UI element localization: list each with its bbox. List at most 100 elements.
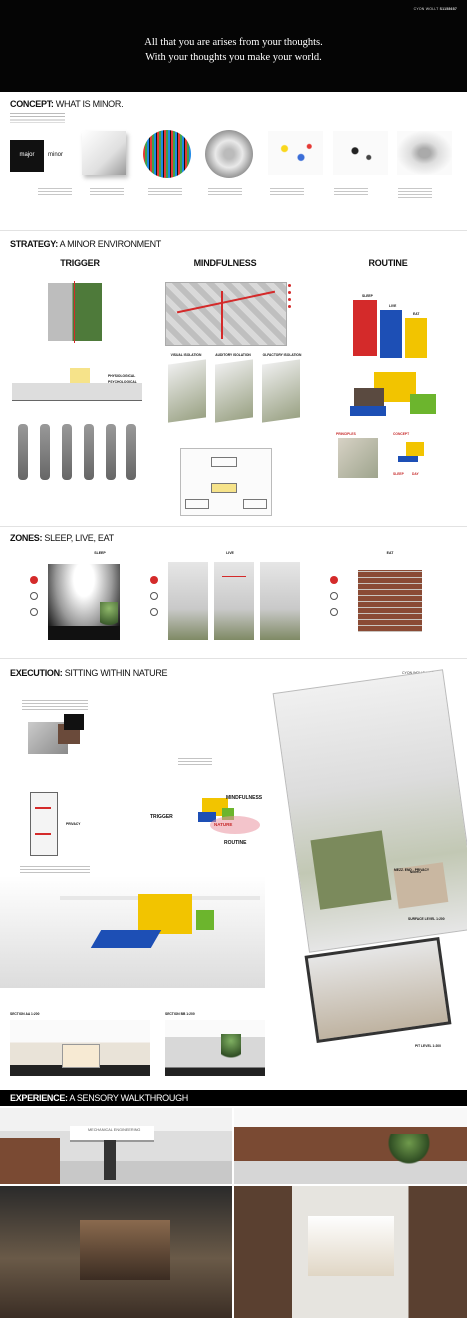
diagram-yellow-block [202, 798, 228, 816]
label-surface-level: SURFACE LEVEL 1:200 [408, 917, 445, 921]
surface-level-plan [272, 669, 467, 953]
live-zone-plan-3 [260, 562, 300, 640]
section-bb-drawing [165, 1020, 265, 1076]
label-psychological: PSYCHOLOGICAL [108, 380, 137, 384]
major-block: major [10, 140, 44, 172]
grey-circle-image [205, 130, 253, 178]
path-red-1 [176, 290, 276, 314]
privacy-red-2 [35, 833, 51, 835]
concept-intro-text [10, 113, 65, 123]
walkthrough-render-1: MECHANICAL ENGINEERING [0, 1108, 232, 1184]
axo-render-green [196, 910, 214, 930]
visual-isolation-model [168, 359, 206, 423]
caption-2 [90, 188, 124, 196]
map-legend [288, 284, 308, 314]
label-principles: PRINCIPLES [336, 432, 356, 436]
walkthrough-render-3 [0, 1186, 232, 1318]
light-corridor [308, 1216, 394, 1276]
concept-diagram-text [178, 758, 212, 766]
section-aa-room [62, 1044, 100, 1068]
section-bb-tree [221, 1034, 241, 1068]
strategy-title-light: A MINOR ENVIRONMENT [57, 239, 162, 249]
pit-level-plan [304, 936, 452, 1044]
caption-7 [398, 188, 432, 198]
legend-dot-3 [288, 298, 291, 301]
hero-quote-line-2: With your thoughts you make your world. [145, 52, 322, 63]
mindfulness-site-map [165, 282, 287, 346]
execution-title-bold: EXECUTION: [10, 668, 63, 678]
figure-5 [106, 424, 116, 480]
yellow-volume [70, 368, 90, 383]
axo-green [410, 394, 436, 414]
eye-icon [150, 592, 158, 600]
privacy-plan [30, 792, 58, 856]
figure-6 [126, 424, 136, 480]
plan-garden [310, 830, 392, 910]
auditory-isolation-model [215, 359, 253, 423]
live-zone-plan-1 [168, 562, 208, 640]
figure-2 [40, 424, 50, 480]
label-sleep-routine: SLEEP [362, 294, 373, 298]
trigger-red-line [74, 281, 75, 343]
label-concept: CONCEPT [393, 432, 410, 436]
food-icon [330, 576, 338, 584]
fire-icon [150, 576, 158, 584]
olfactory-isolation-model [262, 359, 300, 423]
temple-icon [64, 714, 84, 730]
concept-title-light: WHAT IS MINOR. [53, 99, 124, 109]
legend-dot-1 [288, 284, 291, 287]
caption-6 [334, 188, 368, 196]
experience-title-bold: EXPERIENCE: [10, 1093, 68, 1103]
no-entry-icon [30, 576, 38, 584]
routine-red-block [353, 300, 377, 356]
caption-1 [38, 188, 72, 196]
label-privacy: PRIVACY [66, 822, 81, 826]
routine-blue-block [380, 310, 402, 358]
sign-text: MECHANICAL ENGINEERING [88, 1128, 141, 1132]
section-aa-drawing [10, 1020, 150, 1076]
credit-id: S1158687 [439, 7, 457, 11]
concept-title: CONCEPT: WHAT IS MINOR. [10, 99, 124, 109]
hand-icon [150, 608, 158, 616]
legend-dot-2 [288, 291, 291, 294]
label-north: NORTH [410, 870, 421, 874]
label-mezz: MEZZ. END - PRIVACY [394, 868, 430, 872]
label-nature: NATURE [214, 822, 233, 827]
brick-facade-left [0, 1138, 60, 1184]
figure-3 [62, 424, 72, 480]
experience-title-light: A SENSORY WALKTHROUGH [67, 1093, 188, 1103]
mini-yellow [406, 442, 424, 456]
nose-icon [330, 592, 338, 600]
dark-column [104, 1140, 116, 1180]
label-eat-routine: EAT [413, 312, 420, 316]
flow-box-1 [211, 457, 237, 467]
mindfulness-flow-diagram [180, 448, 272, 516]
major-word: major [19, 152, 35, 158]
figure-1 [18, 424, 28, 480]
axo-blue [350, 406, 386, 416]
white-cube-image [82, 131, 126, 175]
walkthrough-render-4 [234, 1186, 467, 1318]
credit-name: CYON WOLLT [413, 7, 439, 11]
strategy-title: STRATEGY: A MINOR ENVIRONMENT [10, 239, 161, 249]
live-zone-plan-2 [214, 562, 254, 640]
divider-concept [0, 230, 467, 231]
hero-quote-line-1: All that you are arises from your though… [144, 37, 323, 48]
experience-band [0, 1090, 467, 1106]
trigger-section-diagram [12, 362, 142, 401]
dark-dots-image [333, 131, 388, 175]
rgb-pixel-circle-image [143, 130, 191, 178]
zones-title-light: SLEEP, LIVE, EAT [42, 533, 114, 543]
dust-image [397, 131, 452, 175]
legend-dot-4 [288, 305, 291, 308]
header-credit: CYON WOLLT S1158687 [414, 7, 457, 11]
label-olfactory-isolation: OLFACTORY ISOLATION [262, 353, 302, 357]
live-red-arrow [222, 576, 246, 577]
divider-strategy [0, 526, 467, 527]
label-visual-isolation: VISUAL ISOLATION [170, 353, 202, 357]
ear-icon-eat [330, 608, 338, 616]
concept-title-bold: CONCEPT: [10, 99, 54, 109]
walkthrough-render-2 [234, 1108, 467, 1184]
path-red-2 [221, 291, 223, 339]
courtyard-trees [384, 1134, 434, 1164]
